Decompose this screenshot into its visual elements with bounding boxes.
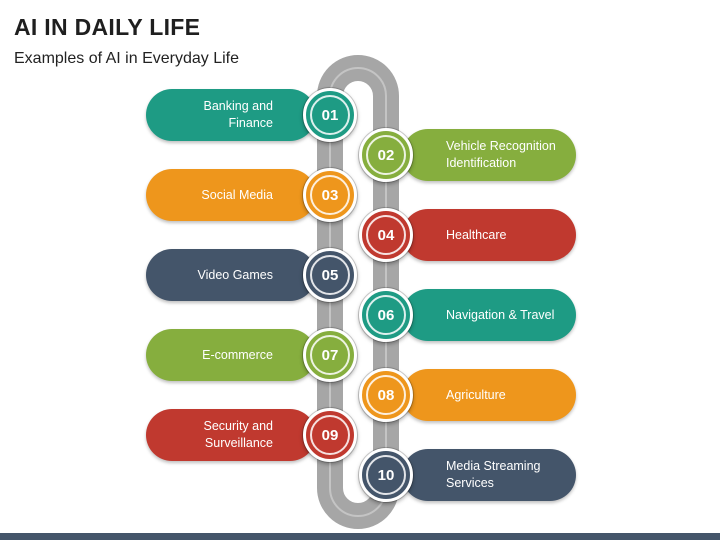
pill-vehicle-recognition: Vehicle Recognition Identification xyxy=(402,129,576,181)
pill-navigation-and-travel: Navigation & Travel xyxy=(402,289,576,341)
step-number: 05 xyxy=(310,255,350,295)
step-number: 07 xyxy=(310,335,350,375)
pill-label: Healthcare xyxy=(446,227,507,242)
footer-bar xyxy=(0,533,720,540)
pill-video-games: Video Games xyxy=(146,249,316,301)
page-subtitle: Examples of AI in Everyday Life xyxy=(14,50,239,67)
pill-label: Vehicle Recognition Identification xyxy=(446,139,556,170)
step-number: 03 xyxy=(310,175,350,215)
step-badge-10: 10 xyxy=(359,448,413,502)
pill-label: Social Media xyxy=(201,187,273,202)
step-badge-08: 08 xyxy=(359,368,413,422)
step-number: 04 xyxy=(366,215,406,255)
pill-security-and-surveillance: Security and Surveillance xyxy=(146,409,316,461)
step-badge-01: 01 xyxy=(303,88,357,142)
step-badge-06: 06 xyxy=(359,288,413,342)
pill-agriculture: Agriculture xyxy=(402,369,576,421)
pill-banking-and-finance: Banking and Finance xyxy=(146,89,316,141)
step-number: 01 xyxy=(310,95,350,135)
pill-social-media: Social Media xyxy=(146,169,316,221)
pill-label: Banking and Finance xyxy=(203,99,273,130)
step-number: 09 xyxy=(310,415,350,455)
pill-label: Security and Surveillance xyxy=(203,419,273,450)
step-badge-03: 03 xyxy=(303,168,357,222)
pill-label: E-commerce xyxy=(202,347,273,362)
pill-media-streaming-services: Media Streaming Services xyxy=(402,449,576,501)
step-badge-05: 05 xyxy=(303,248,357,302)
step-number: 08 xyxy=(366,375,406,415)
step-badge-07: 07 xyxy=(303,328,357,382)
pill-label: Agriculture xyxy=(446,387,506,402)
step-badge-02: 02 xyxy=(359,128,413,182)
step-number: 10 xyxy=(366,455,406,495)
pill-e-commerce: E-commerce xyxy=(146,329,316,381)
page-title: AI IN DAILY LIFE xyxy=(14,14,201,40)
pill-label: Video Games xyxy=(197,267,273,282)
step-badge-09: 09 xyxy=(303,408,357,462)
pill-healthcare: Healthcare xyxy=(402,209,576,261)
step-number: 02 xyxy=(366,135,406,175)
pill-label: Navigation & Travel xyxy=(446,307,555,322)
pill-label: Media Streaming Services xyxy=(446,459,541,490)
step-badge-04: 04 xyxy=(359,208,413,262)
step-number: 06 xyxy=(366,295,406,335)
